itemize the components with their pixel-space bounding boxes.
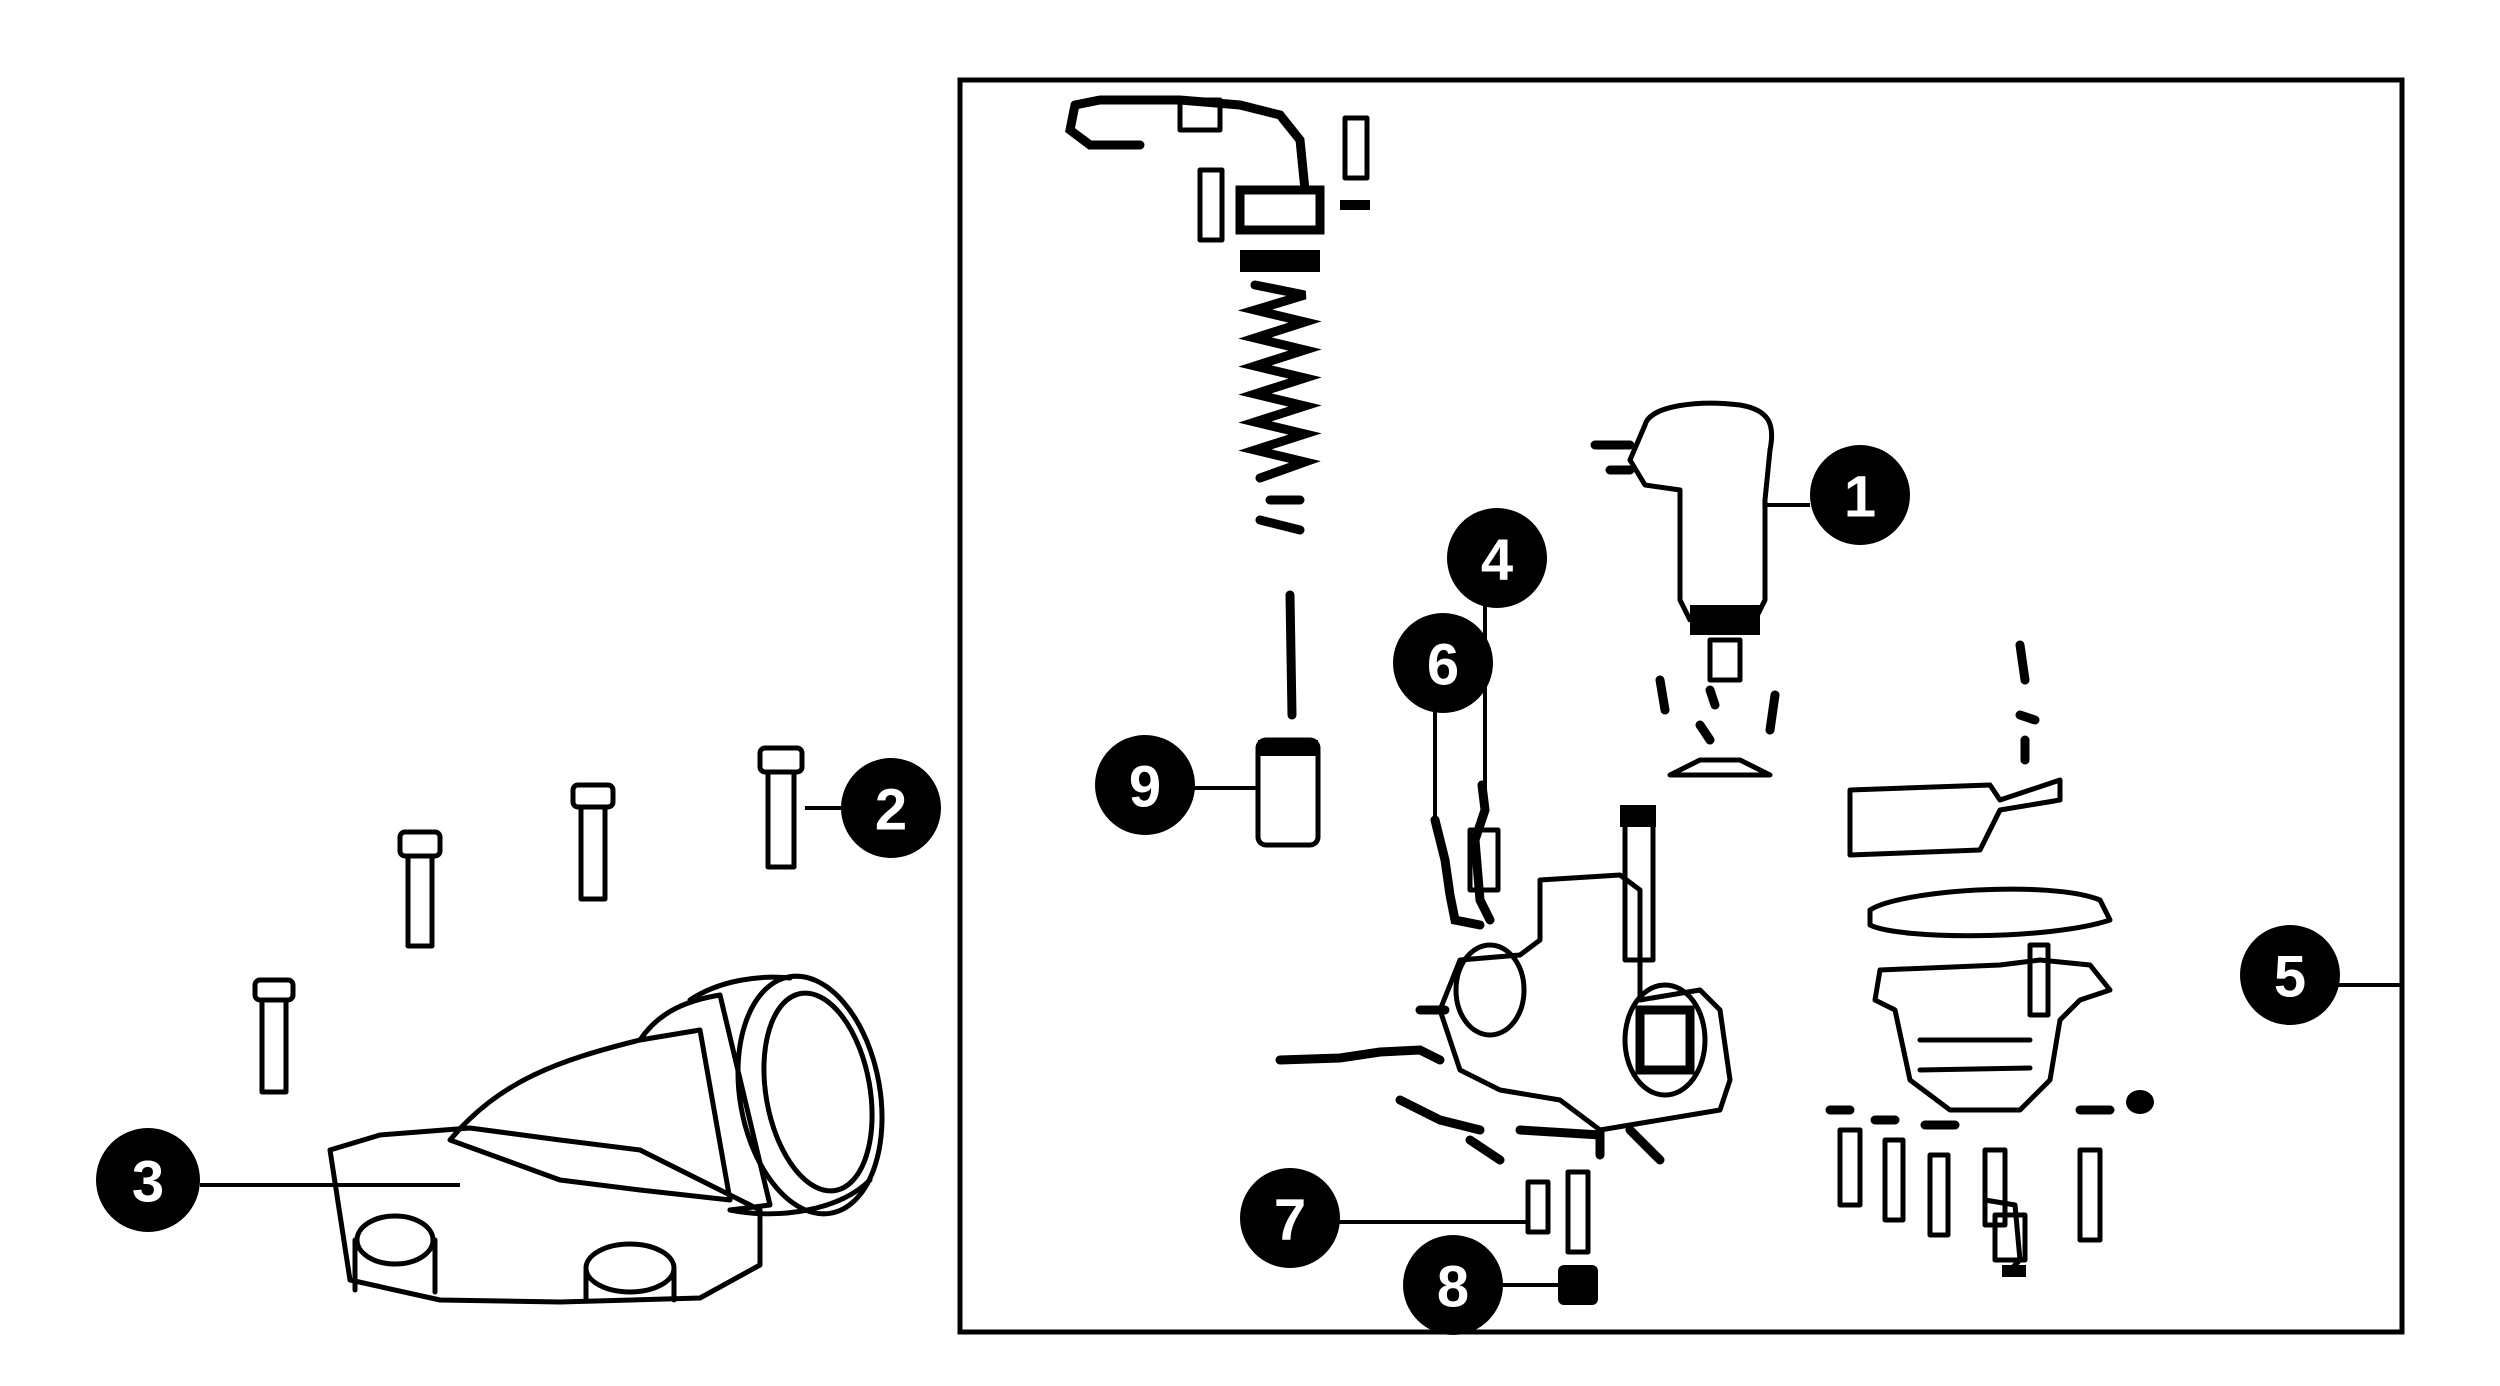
callout-1: 1	[1810, 445, 1910, 545]
carburetor-cap	[1590, 400, 1780, 778]
throttle-cable-adjuster	[1065, 95, 1370, 243]
callout-9: 9	[1095, 735, 1195, 835]
float-chamber-parts	[1825, 640, 2154, 1277]
callout-9-label: 9	[1129, 755, 1161, 820]
bolt-1	[252, 977, 296, 1095]
bolt-2	[397, 829, 443, 949]
main-jet	[1525, 1169, 1591, 1255]
callout-6: 6	[1393, 613, 1493, 713]
callout-4-label: 4	[1481, 528, 1513, 593]
idle-screw	[1467, 780, 1501, 925]
callout-5-label: 5	[2274, 945, 2306, 1010]
slide-cap	[1235, 185, 1325, 272]
jet-needle	[1285, 590, 1297, 720]
callout-2-label: 2	[875, 778, 907, 843]
callout-1-label: 1	[1844, 465, 1876, 530]
mixture-screw	[1430, 815, 1485, 930]
callout-4: 4	[1447, 508, 1547, 608]
callout-7: 7	[1240, 1168, 1340, 1268]
jet-holder	[1558, 1265, 1598, 1305]
carburetor-body	[1275, 805, 1733, 1165]
callout-7-label: 7	[1274, 1188, 1306, 1253]
callout-8-label: 8	[1437, 1255, 1469, 1320]
bolt-3	[570, 782, 616, 902]
callout-3: 3	[96, 1128, 200, 1232]
callout-6-label: 6	[1427, 633, 1459, 698]
bolt-4	[757, 745, 805, 870]
callout-2: 2	[841, 758, 941, 858]
callout-5: 5	[2240, 925, 2340, 1025]
throttle-slide	[1255, 737, 1321, 848]
callout-8: 8	[1403, 1235, 1503, 1335]
callout-3-label: 3	[132, 1150, 164, 1215]
assembly-frame	[957, 77, 2405, 1335]
return-spring	[1237, 280, 1322, 535]
intake-manifold	[327, 973, 885, 1305]
